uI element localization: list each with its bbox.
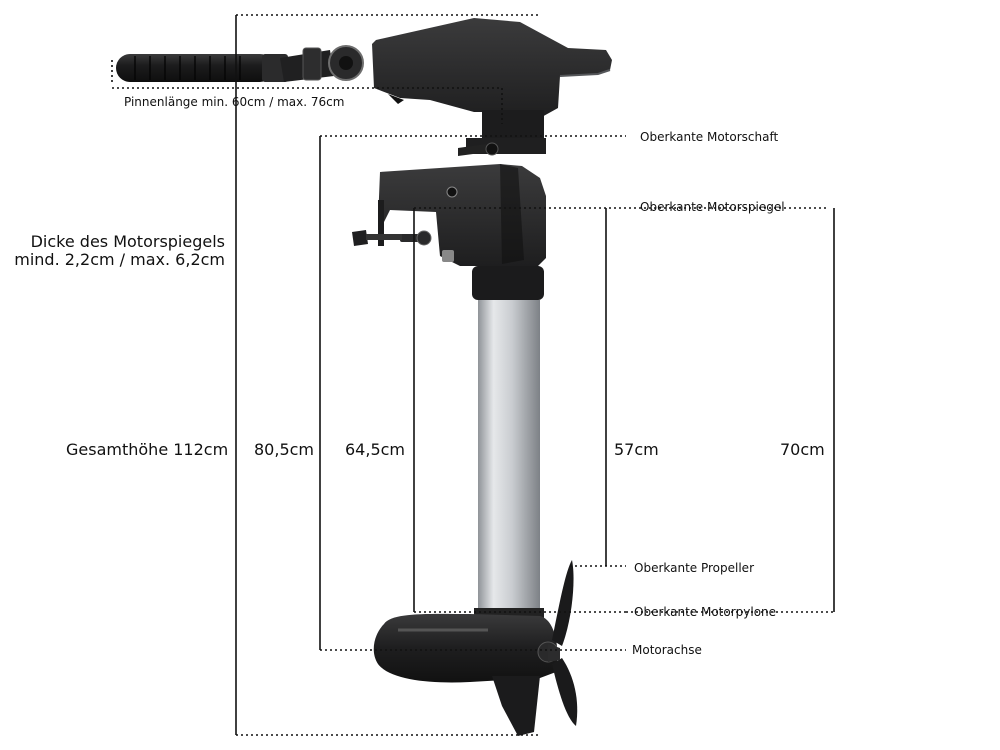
outboard-motor-illustration: [116, 18, 612, 736]
dimension-lines: [111, 14, 835, 736]
propeller-top-label: Oberkante Propeller: [634, 561, 754, 575]
motor-axis-label: Motorachse: [632, 643, 702, 657]
dim-57-label: 57cm: [614, 440, 659, 459]
shaft-top-label: Oberkante Motorschaft: [640, 130, 779, 144]
pylon-top-label: Oberkante Motorpylone: [634, 605, 777, 619]
dim-80-label: 80,5cm: [254, 440, 315, 459]
transom-thickness-line1: Dicke des Motorspiegels: [30, 232, 225, 251]
total-height-label: Gesamthöhe 112cm: [66, 440, 229, 459]
transom-top-label: Oberkante Motorspiegel: [640, 200, 785, 214]
propeller: [548, 560, 578, 726]
transom-thickness-label: Dicke des Motorspiegels mind. 2,2cm / ma…: [14, 234, 225, 268]
tiller-handle: [116, 45, 364, 82]
motor-head: [372, 18, 612, 138]
motor-shaft: [478, 300, 540, 616]
shaft-collar: [472, 266, 544, 300]
transom-thickness-line2: mind. 2,2cm / max. 6,2cm: [14, 250, 225, 269]
motor-pod: [373, 613, 559, 736]
tiller-length-label: Pinnenlänge min. 60cm / max. 76cm: [124, 95, 345, 109]
dim-64-label: 64,5cm: [345, 440, 406, 459]
transom-clamp: [352, 138, 546, 266]
dim-70-label: 70cm: [780, 440, 825, 459]
